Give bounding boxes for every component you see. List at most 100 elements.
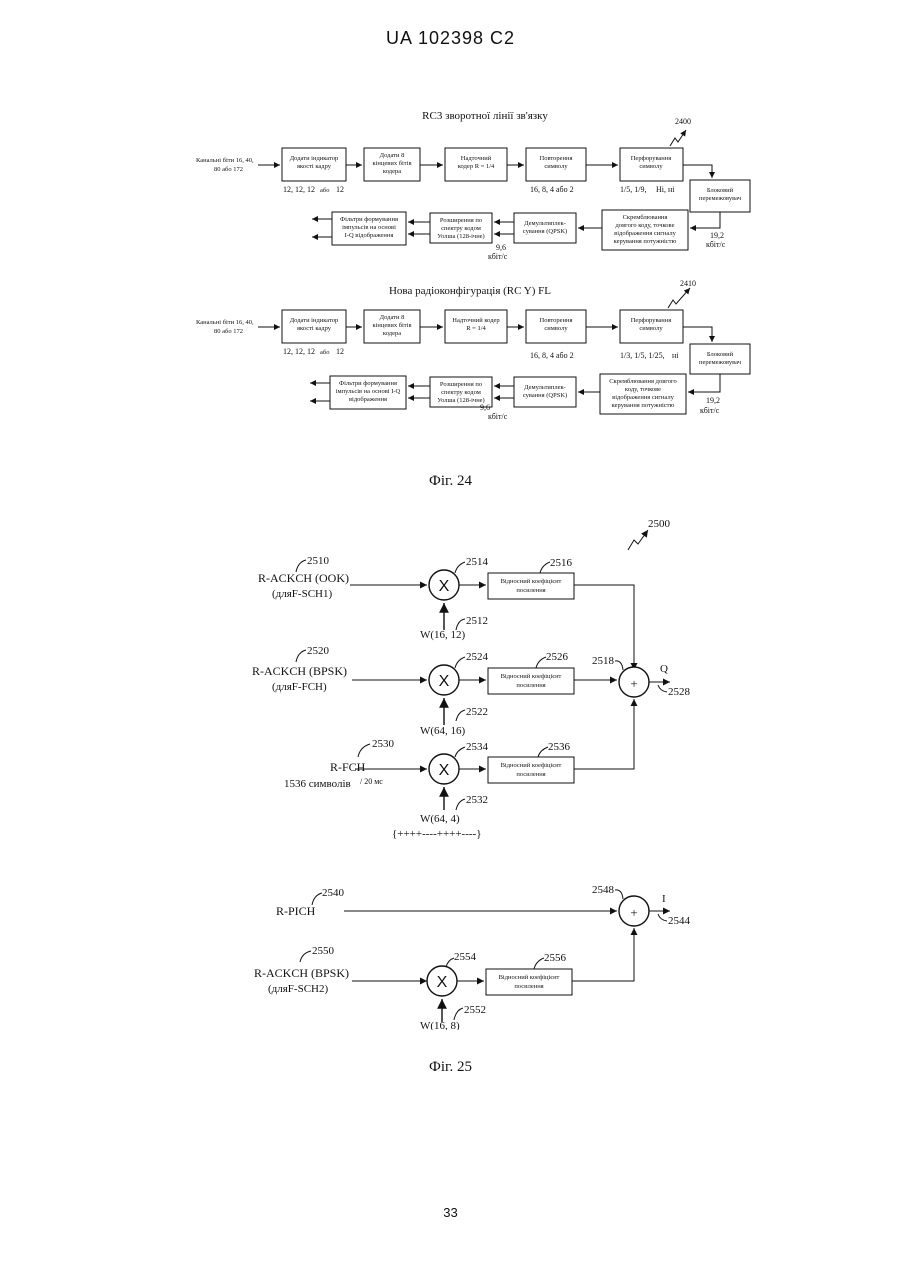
- figure-24-diagram: RC3 зворотної лінії зв'язку 2400 Канальн…: [0, 100, 901, 460]
- block-text: Скремблювання: [623, 214, 668, 221]
- ref-label: 2534: [466, 741, 489, 753]
- ref-label: 2540: [322, 887, 345, 899]
- ref-label: 2532: [466, 794, 488, 806]
- row-r-ackch-bpsk-sch2: 2550 R-ACKCH (BPSK) (дляF-SCH2) X 2554 W…: [254, 928, 634, 1030]
- block-text: Додати індикатор: [290, 155, 339, 162]
- gain-text: Відносний коефіцієнт: [501, 578, 562, 585]
- walsh-code: W(64, 16): [420, 725, 466, 737]
- block-text: кодера: [383, 168, 401, 175]
- block-text: сування (QPSK): [523, 392, 567, 399]
- ref-label: 2544: [668, 915, 691, 927]
- block-text: Фільтри формування: [340, 216, 398, 223]
- gain-text: Відносний коефіцієнт: [501, 762, 562, 769]
- summer-q: + 2518 Q 2528: [592, 655, 691, 698]
- label-or: або: [320, 187, 329, 194]
- repetition-values: 16, 8, 4 або 2: [530, 351, 574, 360]
- block-text: символу: [639, 163, 663, 170]
- channel-name: R-PICH: [276, 904, 316, 918]
- block-text: відображення сигналу: [614, 230, 676, 237]
- puncture-values: 1/3, 1/5, 1/25,: [620, 351, 665, 360]
- channel-name: R-ACKCH (OOK): [258, 571, 349, 585]
- block-text: перемежовувач: [699, 195, 742, 202]
- block-text: Уолша (128-ічне): [437, 397, 484, 404]
- rate-unit: кбіт/с: [700, 406, 720, 415]
- rate-unit: кбіт/с: [706, 240, 726, 249]
- ref-label: 2520: [307, 645, 330, 657]
- ref-label: 2536: [548, 741, 571, 753]
- block-text: Надточний: [461, 155, 492, 162]
- document-header: UA 102398 C2: [0, 28, 901, 49]
- gain-block-2516: [488, 573, 574, 599]
- block-text: Скремблювання довгого: [609, 378, 677, 385]
- ref-label: 2516: [550, 557, 573, 569]
- block-text: Додати 8: [380, 152, 405, 159]
- block-text: спектру кодом: [441, 389, 481, 396]
- block-text: Демультиплек-: [524, 220, 566, 227]
- puncture-values: 1/5, 1/9,: [620, 185, 646, 194]
- block-text: Фільтри формування: [339, 380, 397, 387]
- repetition-values: 16, 8, 4 або 2: [530, 185, 574, 194]
- ref-label: 2514: [466, 556, 489, 568]
- channel-sub: (дляF-SCH1): [272, 588, 332, 600]
- channel-name: R-ACKCH (BPSK): [252, 664, 347, 678]
- block-text: Надточний кодер: [452, 317, 499, 324]
- summer-i: + 2548 I 2544: [592, 884, 691, 927]
- label-value: 12: [336, 185, 344, 194]
- diagram-rc3-reverse-link: RC3 зворотної лінії зв'язку 2400 Канальн…: [196, 110, 750, 261]
- block-text: спектру кодом: [441, 225, 481, 232]
- figure-25-caption: Фіг. 25: [0, 1059, 901, 1076]
- block-text: коду, точкове: [625, 386, 661, 393]
- block-text: відображення: [349, 396, 387, 403]
- block-text: довгого коду, точкове: [616, 222, 675, 229]
- label-or: або: [320, 349, 329, 356]
- block-text: R = 1/4: [466, 325, 486, 332]
- ref-label: 2512: [466, 615, 488, 627]
- block-text: Демультиплек-: [524, 384, 566, 391]
- row-r-pich: 2540 R-PICH: [276, 887, 617, 918]
- multiplier-symbol: X: [439, 578, 450, 595]
- block-text: сування (QPSK): [523, 228, 567, 235]
- output-i: I: [662, 893, 666, 905]
- ref-label: 2554: [454, 951, 477, 963]
- multiplier-symbol: X: [439, 762, 450, 779]
- gain-text: посилення: [516, 587, 545, 594]
- label-value: ні: [672, 351, 679, 360]
- block-text: Додати 8: [380, 314, 405, 321]
- gain-block-2526: [488, 668, 574, 694]
- diagram-title: RC3 зворотної лінії зв'язку: [422, 110, 548, 122]
- block-text: Перфорування: [631, 155, 672, 162]
- block-text: Розширення по: [440, 381, 482, 388]
- ref-label: 2510: [307, 555, 330, 567]
- rate-label-2: 9,6: [496, 243, 506, 252]
- gain-text: посилення: [516, 771, 545, 778]
- channel-name: R-FCH: [330, 760, 366, 774]
- ref-label: 2530: [372, 738, 395, 750]
- block-text: Блоковий: [707, 187, 734, 194]
- input-bits-label: Канальні біти 16, 40,: [196, 157, 254, 164]
- block-text: кодера: [383, 330, 401, 337]
- block-text: символу: [639, 325, 663, 332]
- block-text: Уолша (128-ічне): [437, 233, 484, 240]
- input-bits-label-2: 80 або 172: [214, 328, 243, 335]
- block-text: імпульсів на основі: [342, 224, 396, 231]
- figure-24-caption: Фіг. 24: [0, 473, 901, 490]
- rate-label: 19,2: [706, 396, 720, 405]
- ref-label: 2526: [546, 651, 569, 663]
- block-text: символу: [544, 325, 568, 332]
- ref-label: 2528: [668, 686, 691, 698]
- label-value: Ні, ні: [656, 185, 675, 194]
- reference-2400: 2400: [675, 117, 691, 126]
- block-text: символу: [544, 163, 568, 170]
- block-text: якості кадру: [297, 163, 332, 170]
- block-text: Розширення по: [440, 217, 482, 224]
- block-text: імпульсів на основі I-Q: [336, 388, 401, 395]
- channel-name: R-ACKCH (BPSK): [254, 966, 349, 980]
- channel-sub: (дляF-SCH2): [268, 983, 328, 995]
- block-text: Перфорування: [631, 317, 672, 324]
- gain-text: Відносний коефіцієнт: [499, 974, 560, 981]
- block-text: I-Q відображення: [345, 232, 394, 239]
- summer-symbol: +: [630, 676, 637, 691]
- gain-block-2536: [488, 757, 574, 783]
- row-r-ackch-bpsk-fch: 2520 R-ACKCH (BPSK) (дляF-FCH) X 2524 W(…: [252, 645, 617, 737]
- block-text: Додати індикатор: [290, 317, 339, 324]
